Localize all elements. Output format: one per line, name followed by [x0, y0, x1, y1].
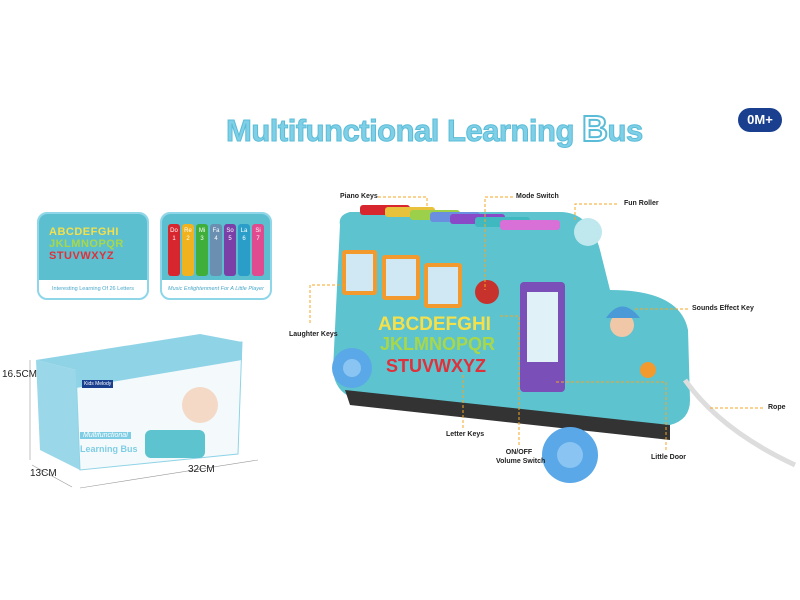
letter-keys-row1: ABCDEFGHI: [378, 314, 491, 335]
key-note: Fa: [212, 228, 220, 234]
callout-fun-roller: Fun Roller: [624, 200, 659, 207]
piano-key-mi: Mi 3: [196, 224, 208, 276]
depth-dimension: 13CM: [30, 468, 57, 479]
key-note: So: [226, 228, 234, 234]
package-name-line1: Multifunctional: [80, 432, 131, 439]
callout-lines: [309, 196, 765, 450]
title-text: Multifunctional Learning: [225, 113, 583, 149]
letter-row: JKLMNOPQR: [49, 238, 124, 250]
letters-inset: ABCDEFGHI JKLMNOPQR STUVWXYZ Interesting…: [37, 212, 149, 300]
piano-inset: Do 1 Re 2 Mi 3 Fa 4 So 5 La 6 Si 7 Music Enlightenmen…: [160, 212, 272, 300]
key-note: La: [240, 228, 248, 234]
width-dimension: 32CM: [188, 464, 215, 475]
letter-row: ABCDEFGHI: [49, 226, 119, 238]
letter-row: STUVWXYZ: [49, 250, 115, 262]
callout-piano-keys: Piano Keys: [340, 193, 378, 200]
key-number: 2: [186, 236, 190, 242]
piano-key-so: So 5: [224, 224, 236, 276]
package-brand: Kids Melody: [82, 380, 114, 388]
fun-roller: [574, 218, 602, 246]
age-badge: 0M+: [738, 108, 782, 132]
piano-key-si: Si 7: [252, 224, 264, 276]
callout-little-door: Little Door: [651, 454, 686, 461]
rope: [682, 378, 797, 468]
key-note: Re: [184, 228, 192, 234]
callout-letter-keys: Letter Keys: [446, 431, 485, 438]
title-tail: us: [607, 113, 644, 149]
piano-key-re: Re 2: [182, 224, 194, 276]
piano-keys: [360, 205, 560, 230]
driver: [610, 313, 634, 337]
piano-key-do: Do 1: [168, 224, 180, 276]
callout-rope: Rope: [768, 404, 786, 411]
inset-caption: Interesting Learning Of 26 Letters: [52, 286, 134, 292]
key-note: Do: [170, 228, 178, 234]
callout-sounds-effect-key: Sounds Effect Key: [692, 305, 754, 312]
letter-keys-row2: JKLMNOPQR: [380, 334, 495, 354]
callout-onoff-line1: ON/OFF: [505, 449, 533, 456]
package-name-line2: Learning Bus: [80, 444, 138, 454]
callout-onoff-volume: ON/OFF Volume Switch: [496, 448, 546, 466]
piano-key-fa: Fa 4: [210, 224, 222, 276]
key-number: 4: [214, 236, 218, 242]
key-number: 1: [172, 236, 176, 242]
key-number: 7: [256, 236, 260, 242]
letters-photo: ABCDEFGHI JKLMNOPQR STUVWXYZ: [39, 214, 147, 280]
key-note: Mi: [198, 228, 206, 234]
callout-mode-switch: Mode Switch: [516, 193, 559, 200]
piano-photo: Do 1 Re 2 Mi 3 Fa 4 So 5 La 6 Si 7: [162, 214, 270, 280]
title-accent-letter: B: [581, 107, 609, 150]
callout-onoff-line2: Volume Switch: [496, 458, 546, 465]
piano-key-la: La 6: [238, 224, 250, 276]
height-dimension: 16.5CM: [2, 369, 38, 380]
callout-laughter-keys: Laughter Keys: [289, 331, 338, 338]
letter-keys-row3: STUVWXYZ: [386, 356, 486, 376]
product-title: Multifunctional Learning Bus: [225, 107, 644, 150]
key-number: 5: [228, 236, 232, 242]
key-number: 6: [242, 236, 246, 242]
key-note: Si: [255, 228, 261, 234]
inset-caption: Music Enlightenment For A Little Player: [168, 286, 264, 292]
mode-switch: [475, 280, 499, 304]
key-number: 3: [200, 236, 204, 242]
bus-body: [333, 212, 690, 440]
